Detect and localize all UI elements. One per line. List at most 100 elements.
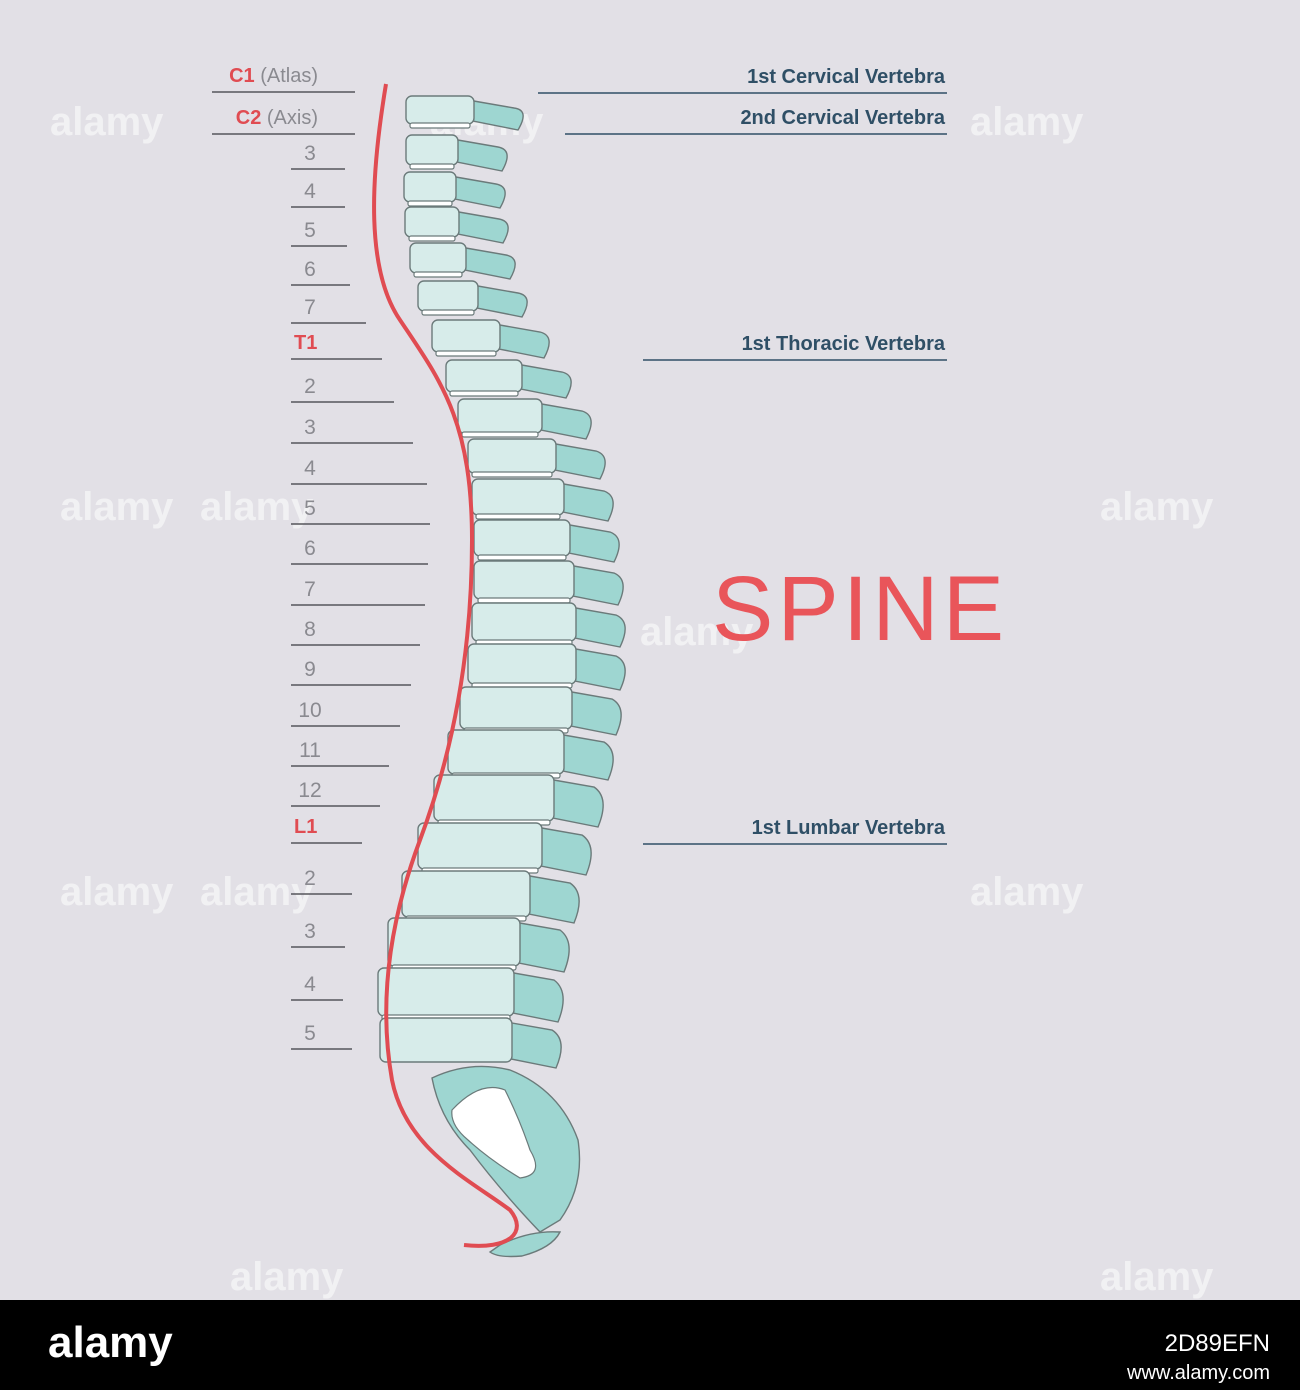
vertebra-number: 4 [304, 180, 316, 203]
intervertebral-disc [421, 309, 475, 316]
vertebra [471, 478, 614, 522]
vertebra [404, 206, 509, 244]
vertebra [473, 519, 620, 563]
footer-image-id: 2D89EFN www.alamy.com [1127, 1330, 1270, 1386]
vertebra [405, 134, 508, 172]
vertebra-body [471, 478, 565, 516]
vertebra-callout: 1st Thoracic Vertebra [643, 333, 947, 361]
vertebra-number-row: C1 (Atlas) [212, 65, 355, 93]
intervertebral-disc [461, 431, 539, 438]
vertebra-process [535, 402, 592, 440]
vertebra-number-row: 3 [291, 920, 345, 948]
vertebra [467, 643, 626, 691]
vertebra [409, 242, 516, 280]
vertebra-number: 7 [304, 296, 316, 319]
vertebra [417, 822, 592, 876]
vertebra-body [417, 280, 479, 312]
right-vertebra-labels: 1st Cervical Vertebra 2nd Cervical Verteb… [538, 66, 947, 845]
vertebra-number: 5 [304, 497, 316, 520]
vertebra-number-row: 4 [291, 180, 345, 208]
vertebra-callout: 1st Cervical Vertebra [538, 66, 947, 94]
vertebra [445, 359, 572, 399]
vertebra-number-row: 11 [291, 739, 389, 767]
vertebra-number-row: 5 [291, 1022, 352, 1050]
vertebra-number-row: T1 [291, 332, 382, 360]
vertebra-number: 2 [304, 867, 316, 890]
vertebra-number-row: 2 [291, 867, 352, 895]
vertebra-body [417, 822, 543, 870]
vertebra-process [567, 564, 624, 606]
vertebra-number-row: L1 [291, 816, 362, 844]
vertebra [417, 280, 528, 318]
vertebra-number-row: 5 [291, 497, 430, 525]
watermark-text: alamy [50, 100, 164, 144]
intervertebral-disc [409, 122, 471, 129]
vertebra-number: 6 [304, 537, 316, 560]
vertebra-process [565, 690, 622, 736]
vertebra [405, 95, 524, 131]
vertebra-number: 3 [304, 920, 316, 943]
vertebra-number: 4 [304, 973, 316, 996]
vertebra-body [471, 602, 577, 642]
vertebra-callout-label: 1st Thoracic Vertebra [742, 333, 946, 355]
vertebra-body [405, 134, 459, 166]
vertebra-process [547, 778, 604, 828]
watermark-text: alamy [60, 485, 174, 529]
vertebra-number-row: 6 [291, 537, 428, 565]
vertebra-number: 4 [304, 457, 316, 480]
vertebra-process [557, 733, 614, 781]
intervertebral-disc [407, 200, 453, 207]
vertebra [431, 319, 550, 359]
spinal-cord-curve [372, 83, 519, 1248]
vertebra-number-row: 3 [291, 142, 345, 170]
vertebra-number: 3 [304, 416, 316, 439]
vertebra-number: 5 [304, 1022, 316, 1045]
vertebra-process [507, 971, 564, 1023]
diagram-title: SPINE [712, 558, 1008, 660]
intervertebral-disc [435, 350, 497, 357]
vertebra-body [379, 1017, 513, 1063]
vertebra-body [467, 438, 557, 474]
vertebra-number-row: C2 (Axis) [212, 107, 355, 135]
vertebra-process [449, 175, 506, 209]
sacrum-inner [451, 1086, 537, 1179]
intervertebral-disc [477, 597, 571, 604]
vertebra-process [569, 606, 626, 648]
vertebra-number: 12 [298, 779, 321, 802]
vertebra-process [471, 284, 528, 318]
vertebra-process [563, 523, 620, 563]
vertebra-process [452, 210, 509, 244]
vertebra [403, 171, 506, 209]
vertebra-body [403, 171, 457, 203]
vertebra-process [451, 138, 508, 172]
vertebra-callout-label: 2nd Cervical Vertebra [740, 107, 945, 129]
left-vertebra-numbering: C1 (Atlas)C2 (Axis)34567T123456789101112… [212, 65, 430, 1050]
vertebra-body [433, 774, 555, 822]
watermark-text: alamy [200, 870, 314, 914]
vertebra-number-row: 9 [291, 658, 411, 686]
vertebra-body [473, 519, 571, 557]
vertebra-body [401, 870, 531, 918]
watermark-text: alamy [970, 100, 1084, 144]
vertebra-number-row: 2 [291, 375, 394, 403]
vertebra-number-row: 8 [291, 618, 420, 646]
vertebra-number-row: 6 [291, 258, 350, 286]
vertebra [379, 1017, 562, 1069]
vertebra-process [493, 323, 550, 359]
vertebra-body [467, 643, 577, 685]
vertebra-body [473, 560, 575, 600]
vertebra-body [387, 917, 521, 967]
vertebra [447, 729, 614, 781]
intervertebral-disc [449, 390, 519, 397]
vertebra-number-row: 4 [291, 973, 343, 1001]
vertebra [387, 917, 570, 973]
vertebra-process [535, 826, 592, 876]
vertebra-process [549, 442, 606, 480]
vertebra-number: 9 [304, 658, 316, 681]
intervertebral-disc [471, 471, 553, 478]
intervertebral-disc [477, 554, 567, 561]
vertebra-body [431, 319, 501, 353]
watermark-text: alamy [1100, 1255, 1214, 1299]
watermark-text: alamy [970, 870, 1084, 914]
